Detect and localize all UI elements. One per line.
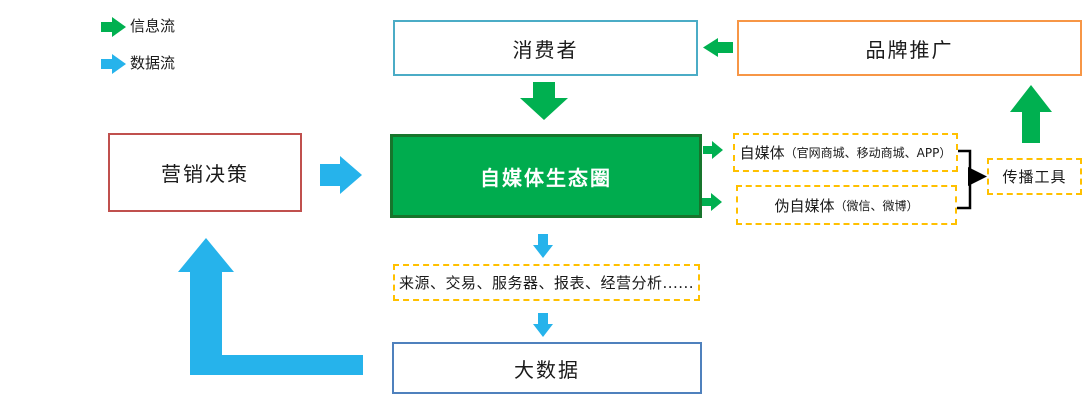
brand-promotion-label: 品牌推广 xyxy=(865,37,954,62)
self-media-box: 自媒体（官网商城、移动商城、APP） xyxy=(733,133,958,172)
bigdata-to-decision-arrow-icon xyxy=(178,238,363,375)
consumer-label: 消费者 xyxy=(512,37,579,62)
ecosystem-to-sources-arrow-icon xyxy=(533,234,553,258)
consumer-box: 消费者 xyxy=(393,20,698,76)
pseudo-self-media-label: 伪自媒体 xyxy=(774,196,835,215)
decision-to-ecosystem-arrow-icon xyxy=(320,156,362,194)
self-media-ecosystem-box: 自媒体生态圈 xyxy=(390,134,702,218)
consumer-to-ecosystem-arrow-icon xyxy=(520,82,568,120)
data-sources-box: 来源、交易、服务器、报表、经营分析...... xyxy=(393,264,700,301)
communication-tools-box: 传播工具 xyxy=(987,158,1082,195)
self-media-ecosystem-label: 自媒体生态圈 xyxy=(480,165,612,190)
pseudo-self-media-sublabel: （微信、微博） xyxy=(834,198,919,213)
ecosystem-to-selfmedia-arrow-icon xyxy=(703,141,723,159)
big-data-label: 大数据 xyxy=(514,357,580,382)
marketing-decision-label: 营销决策 xyxy=(161,162,249,186)
big-data-box: 大数据 xyxy=(392,342,702,394)
data-sources-label: 来源、交易、服务器、报表、经营分析...... xyxy=(398,274,695,292)
brand-promotion-box: 品牌推广 xyxy=(737,20,1082,76)
data-flow-legend-icon xyxy=(101,54,126,74)
legend-info-flow-label: 信息流 xyxy=(130,17,176,35)
legend-data-flow-label: 数据流 xyxy=(130,54,176,72)
tools-to-brand-arrow-icon xyxy=(1010,85,1052,143)
info-flow-legend-icon xyxy=(101,17,126,37)
brace-nub-icon xyxy=(968,167,987,186)
ecosystem-to-pseudomedia-arrow-icon xyxy=(702,193,722,211)
self-media-sublabel: （官网商城、移动商城、APP） xyxy=(784,146,952,160)
marketing-decision-box: 营销决策 xyxy=(108,133,302,212)
communication-tools-label: 传播工具 xyxy=(1002,168,1067,186)
self-media-label: 自媒体 xyxy=(739,144,785,162)
pseudo-self-media-box: 伪自媒体（微信、微博） xyxy=(736,185,957,225)
brand-to-consumer-arrow-icon xyxy=(703,38,733,57)
sources-to-bigdata-arrow-icon xyxy=(533,313,553,337)
